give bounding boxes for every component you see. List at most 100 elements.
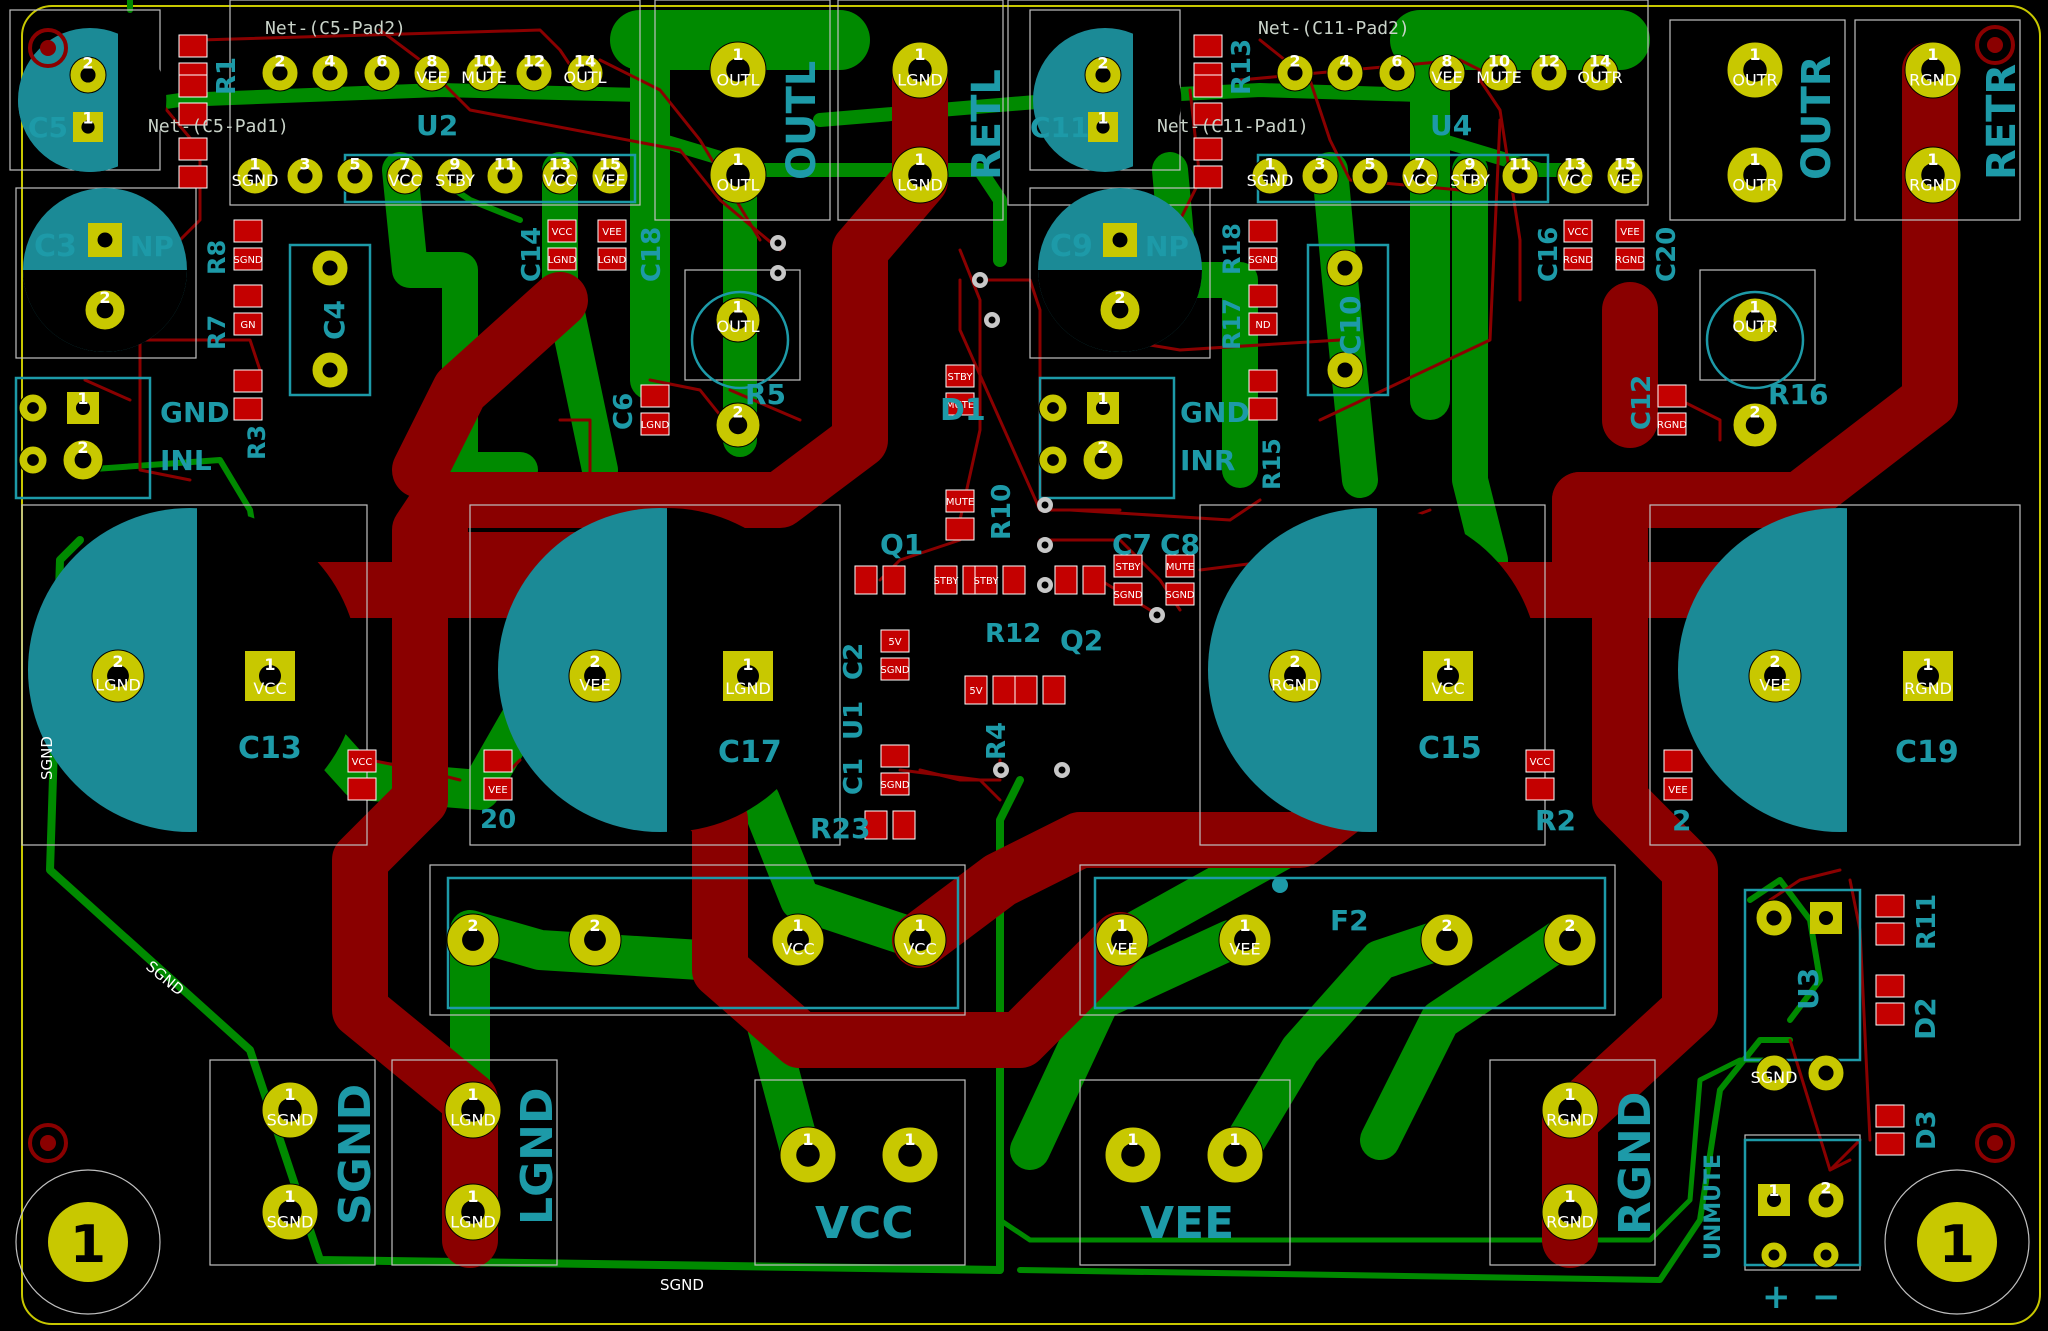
smd-pads: SGNDGNVCCLGNDVEELGNDLGNDSTBYMUTEMUTESTBY… [178,34,1905,1156]
inl-pad-1: 1 [67,389,99,424]
c11-pad-2: 2 [1084,54,1122,94]
u2-pin-4: 4 [311,52,349,92]
label-r18: R18 [1218,223,1246,275]
u4-pin-8-number: 8 [1441,52,1452,71]
r11-smd [1875,894,1905,946]
label-d3: D3 [1912,1110,1942,1150]
label-c20: C20 [1652,227,1682,282]
label-c13: C13 [238,731,302,766]
r12b-smd-pad-label: STBY [974,576,1000,587]
u3-pin-a [1755,899,1793,937]
u2-pin-13-net: VCC [543,171,576,190]
label-retl: RETL [964,69,1010,180]
d1-smd-pad-label: MUTE [946,400,974,411]
label-c1: C1 [839,758,869,795]
f2-pad-b-number: 1 [1239,916,1250,935]
r7-smd-pad-label: GN [240,320,255,331]
label-unmute: UNMUTE [1701,1154,1726,1260]
c6-smd-pad-label: LGND [641,420,670,431]
lgnd-pad-2-net: LGND [450,1212,496,1231]
c3-pad-2-number: 2 [99,288,110,307]
u4-pin-15-number: 15 [1614,155,1636,174]
r5-pad-1-net: OUTL [717,317,760,336]
cap-c11 [1033,28,1182,172]
outr-pad-1-number: 1 [1749,45,1760,64]
via-6 [1149,607,1165,623]
label-u1: U1 [839,701,869,740]
trace-label-sgnd-left: SGND [38,736,56,780]
net-labels: Net-(C5-Pad2) Net-(C5-Pad1) Net-(C11-Pad… [148,18,1410,137]
r21-smd: VCC [347,749,377,801]
c18-smd-pad-label: LGND [598,255,627,266]
label-q2: Q2 [1060,624,1103,657]
r23-smd [864,810,916,840]
vee-pad-2: 1 [1206,1126,1264,1184]
f2-pad-a-net: VEE [1106,939,1137,958]
label-inr: INR [1180,444,1235,477]
u2-pin-6: 6 [363,52,401,92]
r16-pad-1-net: OUTR [1732,317,1777,336]
u4-pin-3: 3 [1301,155,1339,195]
via-7 [993,762,1009,778]
r21-smd-pad-label: VCC [352,757,373,768]
u4-pin-2: 2 [1276,52,1314,92]
u2-pin-2-number: 2 [274,52,285,71]
label-r11: R11 [1912,894,1942,950]
label-u4: U4 [1430,109,1472,142]
mounting-holes [15,25,2030,1315]
label-c17: C17 [718,735,782,770]
r20-smd-pad-label: VEE [488,785,507,796]
label-np-left: NP [130,230,174,263]
retl-pad-1-number: 1 [914,45,925,64]
r12a-smd-pad-label: STBY [934,576,960,587]
label-c2: C2 [839,643,869,680]
c19-pad-2-number: 2 [1769,652,1780,671]
u2-pin-10-number: 10 [473,52,495,71]
r12b-smd: STBY [974,565,1026,595]
c17-pad-1-number: 1 [742,655,753,674]
c10-pad-1 [1326,249,1364,287]
label-gnd-left: GND [160,396,230,429]
via-0 [770,235,786,251]
f1-pad-d-net: VCC [903,939,936,958]
courtyards [9,0,2021,1271]
rgnd-pad-2-net: RGND [1546,1212,1594,1231]
u4-pin-4-number: 4 [1339,52,1350,71]
net-label-c5-pad1: Net-(C5-Pad1) [148,116,289,137]
u2-pin-2: 2 [261,52,299,92]
c5-pad-1-number: 1 [82,108,93,127]
u4-pin-2-number: 2 [1289,52,1300,71]
inr-pin-b [1038,445,1068,475]
c19-pad-1: 1 [1903,651,1953,701]
r16-pad-2-number: 2 [1749,402,1760,421]
u4-pin-7-net: VCC [1403,171,1436,190]
label-c6: C6 [609,393,639,430]
r17-smd-pad-label: ND [1255,320,1270,331]
label-c4: C4 [318,300,351,340]
u3-pin-c: SGND [1751,1054,1797,1092]
c8-smd-pad-label: SGND [1165,590,1195,601]
c3-pad-2: 2 [84,288,126,331]
sgnd-pad-1-net: SGND [267,1110,314,1129]
label-r17: R17 [1218,298,1246,350]
label-r7: R7 [203,315,231,350]
label-vee: VEE [1140,1198,1234,1249]
rgnd-pad-1-number: 1 [1564,1085,1575,1104]
u4-pin-11: 11 [1501,155,1539,195]
c17-pad-1: 1 [723,651,773,701]
u2-pin-8-number: 8 [426,52,437,71]
